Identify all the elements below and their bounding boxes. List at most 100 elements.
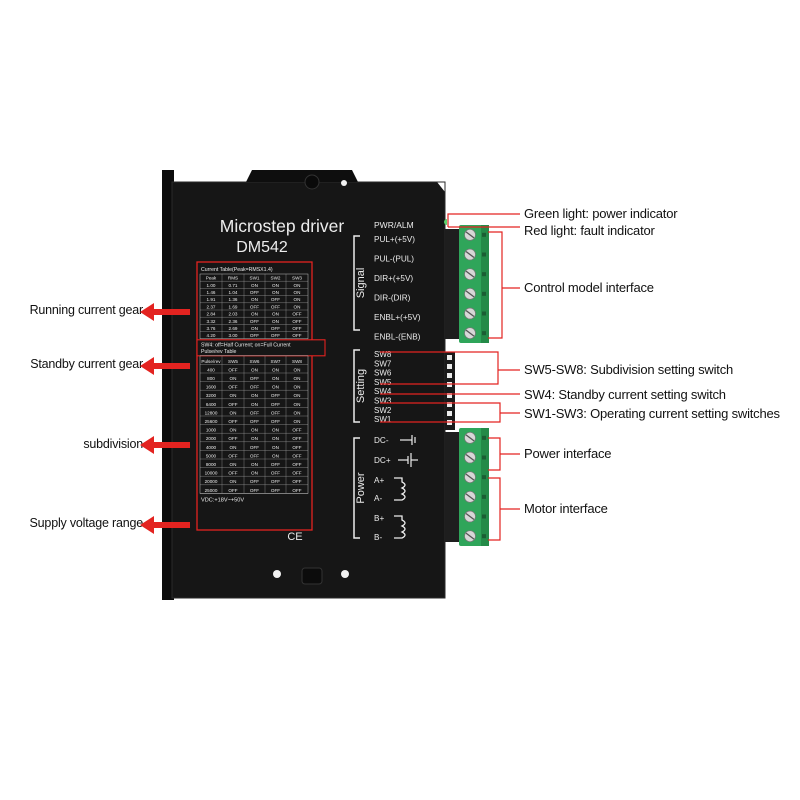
pulse-table-cell: OFF — [292, 488, 301, 493]
pulse-table-cell: OFF — [292, 453, 301, 458]
current-table-cell: ON — [272, 312, 279, 317]
pulse-table-cell: 3200 — [206, 393, 217, 398]
current-table-cell: OFF — [271, 297, 280, 302]
right-leader-lines — [380, 213, 520, 541]
pulse-table-cell: OFF — [271, 462, 280, 467]
current-table-cell: 2.36 — [229, 319, 238, 324]
pulse-table-cell: ON — [230, 376, 237, 381]
subdivision-label: subdivision — [83, 437, 143, 451]
current-table-cell: 0.71 — [229, 283, 238, 288]
setting-pin-label: SW6 — [374, 369, 392, 378]
current-table-cell: OFF — [271, 326, 280, 331]
mounting-hole-icon — [304, 174, 320, 190]
signal-group-label: Signal — [355, 268, 367, 299]
pulse-table-cell: ON — [272, 445, 279, 450]
current-table-cell: 3.00 — [229, 333, 238, 338]
setting-pin-label: SW3 — [374, 397, 392, 406]
pulse-table-cell: ON — [272, 453, 279, 458]
spec-table-frame — [196, 261, 313, 531]
pulse-table-cell: OFF — [292, 479, 301, 484]
pulse-table-cell: 4000 — [206, 445, 217, 450]
pulse-table-header-cell: SW6 — [250, 359, 260, 364]
current-table-header-cell: Peak — [206, 276, 217, 281]
pulse-table-cell: ON — [230, 410, 237, 415]
current-table-cell: 3.76 — [207, 326, 216, 331]
signal-pin-labels: PUL+(+5V)PUL-(PUL)DIR+(+5V)DIR-(DIR)ENBL… — [374, 235, 421, 342]
signal-pin-label: DIR+(+5V) — [374, 274, 413, 283]
pulse-table-cell: ON — [230, 462, 237, 467]
current-table-cell: 1.36 — [229, 297, 238, 302]
pulse-table-cell: OFF — [228, 436, 237, 441]
pulse-table-cell: ON — [294, 410, 301, 415]
pulse-table-cell: ON — [230, 479, 237, 484]
device-side-edge — [162, 170, 174, 600]
pulse-table-cell: ON — [272, 376, 279, 381]
motor-interface-label: Motor interface — [524, 501, 608, 516]
pulse-table-cell: ON — [272, 367, 279, 372]
device-title: Microstep driver — [220, 216, 345, 236]
current-table-cell: OFF — [271, 304, 280, 309]
pulse-table-cell: ON — [230, 445, 237, 450]
pulse-table-cell: ON — [294, 393, 301, 398]
setting-pin-label: SW2 — [374, 406, 392, 415]
pulse-table-cell: OFF — [250, 479, 259, 484]
current-table-cell: ON — [251, 312, 258, 317]
pulse-table-cell: ON — [251, 402, 258, 407]
pulse-table-cell: OFF — [292, 428, 301, 433]
pulse-table-cell: OFF — [271, 410, 280, 415]
pulse-table-cell: OFF — [292, 436, 301, 441]
current-table-cell: ON — [272, 283, 279, 288]
current-table-cell: 2.69 — [229, 326, 238, 331]
current-table-cell: ON — [272, 319, 279, 324]
pulse-table-cell: ON — [294, 376, 301, 381]
pulse-table-cell: OFF — [271, 471, 280, 476]
pulse-table-cell: OFF — [228, 471, 237, 476]
power-pin-labels: DC-DC+A+A-B+B- — [374, 436, 391, 542]
current-table-cell: ON — [251, 297, 258, 302]
voltage-range: VDC:+18V~+50V — [201, 497, 244, 503]
current-table-cell: OFF — [292, 319, 301, 324]
power-pin-label: B- — [374, 533, 382, 542]
current-table-cell: OFF — [292, 312, 301, 317]
current-table-cell: 2.37 — [207, 304, 216, 309]
pulse-table-cell: OFF — [271, 419, 280, 424]
mounting-hole-icon — [273, 570, 281, 578]
pulse-table-cell: 10000 — [205, 471, 218, 476]
pulse-table-cell: OFF — [250, 419, 259, 424]
pulse-table-title: Pulse/rev Table — [201, 349, 236, 355]
setting-group-label: Setting — [355, 369, 367, 403]
pulse-table-cell: OFF — [292, 471, 301, 476]
current-table-cell: OFF — [250, 290, 259, 295]
signal-pin-label: PUL-(PUL) — [374, 255, 414, 264]
device-model: DM542 — [236, 239, 288, 256]
current-table-cell: 2.03 — [229, 312, 238, 317]
current-table-cell: ON — [272, 290, 279, 295]
stepper-driver-device: Microstep driver DM542 Current Table(Pea… — [162, 170, 447, 600]
current-table-cell: ON — [251, 283, 258, 288]
current-table-cell: ON — [251, 326, 258, 331]
mounting-hole-icon — [341, 570, 349, 578]
control-interface-label: Control model interface — [524, 280, 654, 295]
power-pin-label: DC+ — [374, 456, 391, 465]
power-motor-terminal-block — [445, 428, 489, 546]
current-table-cell: 1.04 — [229, 290, 238, 295]
pulse-table-cell: 5000 — [206, 453, 217, 458]
pulse-table-cell: OFF — [228, 419, 237, 424]
pulse-table-cell: OFF — [271, 488, 280, 493]
pulse-table-cell: ON — [294, 402, 301, 407]
current-table-cell: OFF — [292, 333, 301, 338]
signal-pin-label: ENBL-(ENB) — [374, 333, 421, 342]
pulse-table-cell: 25000 — [205, 488, 218, 493]
setting-pin-label: SW4 — [374, 387, 392, 396]
current-table-header-cell: SW1 — [250, 276, 260, 281]
pulse-table-cell: ON — [230, 428, 237, 433]
top-bracket — [246, 170, 358, 182]
pulse-table-cell: ON — [294, 419, 301, 424]
pulse-table-cell: ON — [251, 471, 258, 476]
current-table-cell: 1.69 — [229, 304, 238, 309]
current-table-header-cell: SW3 — [292, 276, 302, 281]
control-terminal-block — [445, 225, 489, 343]
pulse-table-header-cell: Pulse/rev — [201, 359, 221, 364]
